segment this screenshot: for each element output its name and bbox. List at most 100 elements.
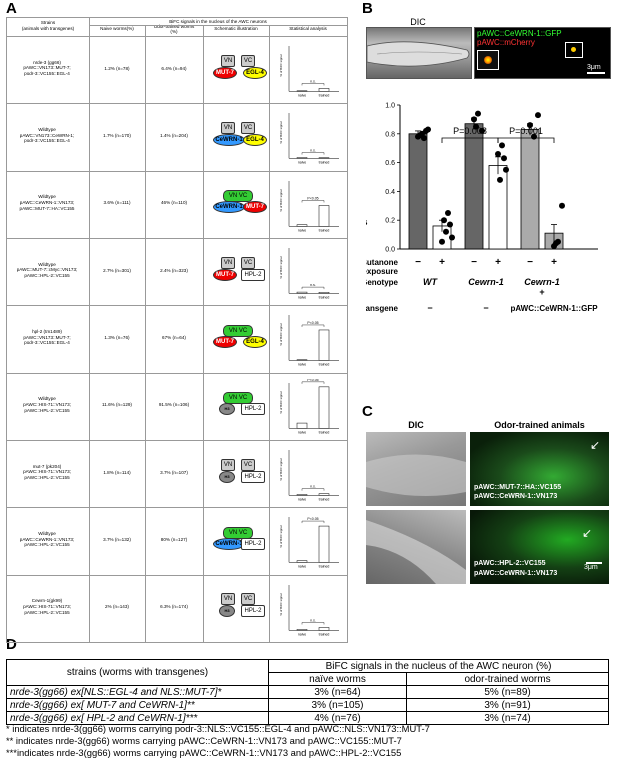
header-naive: Naive worms(%): [100, 26, 134, 31]
p-value-1: P=0.008: [453, 126, 487, 136]
nucleus-dot: [571, 47, 576, 52]
dic-label: DIC: [410, 17, 426, 27]
naive-bar: [296, 359, 308, 361]
data-point: [421, 135, 427, 142]
zoom-box: [565, 42, 583, 58]
x-label-trained: trained: [319, 430, 330, 434]
trained-bar: [318, 330, 330, 361]
significance-bracket: [301, 521, 325, 524]
significance-label: n.s.: [310, 149, 316, 153]
minus-sign: −: [415, 257, 421, 268]
trained-bar: [318, 493, 330, 496]
y-tick-label: 0.2: [385, 218, 395, 225]
naive-value: 3.6% (n=111): [103, 200, 131, 206]
data-point: [479, 127, 485, 134]
dic-label-c: DIC: [408, 420, 424, 430]
x-label-trained: trained: [319, 565, 330, 569]
vc-fragment: VC: [241, 458, 255, 471]
strain-name: hpl-2 (tm1489) pAWC::VN173::MUT-7; podr-…: [23, 329, 71, 346]
trained-value: 6.3% (n=174): [160, 604, 188, 610]
data-point: [497, 176, 503, 183]
trained-value: 2.4% (n=323): [160, 267, 188, 273]
grid-line: [7, 103, 347, 104]
strain-name: Cewrn-1(gk99) pAWC::HIS-71::VN173; pAWC:…: [23, 598, 71, 615]
dic-image-c2: [366, 510, 466, 584]
significance-bracket: [301, 83, 325, 86]
vn-fragment: VN: [221, 122, 235, 134]
transgene-dash-cewrn: −: [483, 303, 488, 313]
vn-fragment: VN: [221, 593, 235, 606]
worm-shape-c1: [366, 454, 466, 496]
p-value-2: P=0.001: [509, 126, 543, 136]
naive-bar: [296, 291, 308, 294]
strain-name: mut-7 (pk204) pAWC::HIS-71::VN173; pAWC:…: [23, 463, 71, 480]
naive-value: 1.3% (n=76): [104, 335, 130, 340]
x-label-naive: naive: [298, 93, 306, 97]
header-naive: naïve worms: [267, 672, 408, 686]
data-point: [445, 210, 451, 216]
header-strains: strains (worms with transgenes): [6, 659, 269, 686]
naive-value: 3.7% (n=132): [103, 537, 131, 542]
y-axis-label: % of BiFC signal: [279, 391, 283, 414]
x-label-naive: naive: [298, 565, 306, 569]
c1-label1: pAWC::MUT-7::HA::VC155: [474, 484, 562, 491]
y-axis-label: % of BiFC signal: [279, 189, 283, 212]
header-schematic: Schematic illustration: [214, 26, 258, 31]
protein-right-egl-4: EGL-4: [243, 66, 267, 79]
d-row-naive: 3% (n=105): [267, 698, 408, 712]
header-trained: odor-trained worms: [406, 672, 609, 686]
y-axis-label-line: Chemotaxis: [366, 217, 368, 227]
naive-bar: [296, 560, 308, 563]
trained-bar: [318, 204, 330, 227]
protein-left-h3: H3: [219, 605, 235, 618]
scale-label-b: 3μm: [587, 64, 601, 71]
naive-bar: [296, 422, 308, 429]
protein-right-mut-7: MUT-7: [243, 201, 267, 214]
plus-sign: +: [439, 257, 445, 268]
footnote-2: ** indicates nrde-3(gg66) worms carrying…: [6, 735, 402, 746]
grid-line: [7, 170, 347, 172]
grid-line: [7, 642, 347, 643]
protein-left-h3: H3: [219, 403, 235, 416]
trained-value: 46% (n=110): [160, 200, 188, 206]
minus-sign: −: [471, 257, 477, 268]
protein-left-h3: H3: [219, 470, 235, 483]
significance-bracket: [301, 286, 325, 290]
c1-label2: pAWC::CeWRN-1::VN173: [474, 493, 558, 500]
d-row-trained: 3% (n=91): [406, 698, 609, 712]
protein-left-cewrn-1: CeWRN-1: [213, 134, 245, 146]
significance-bracket: [301, 488, 325, 491]
significance-bracket: [301, 621, 325, 625]
plus-sign: +: [551, 257, 557, 268]
panel-label-d: D: [6, 636, 17, 653]
y-axis-label: % of BiFC signal: [279, 54, 283, 77]
significance-label: P<0.05: [307, 517, 318, 521]
x-label-trained: trained: [319, 93, 330, 97]
fluor-glow-c1: [470, 432, 609, 506]
significance-label: P<0.05: [307, 321, 318, 325]
x-label-naive: naive: [298, 430, 306, 434]
header-bifc: BiFC signals in the nucleus of the AWC n…: [169, 19, 267, 24]
odor-trained-label: Odor-trained animals: [494, 420, 585, 430]
fluorescence-image: pAWC::CeWRN-1::GFP pAWC::mCherry 3μm: [474, 27, 611, 79]
panel-a-table: Strains (animals with transgenes)BiFC si…: [6, 17, 348, 643]
x-label-trained: trained: [319, 363, 330, 367]
data-point: [527, 122, 533, 129]
panel-label-a: A: [6, 0, 17, 17]
y-tick-label: 0.8: [385, 131, 395, 138]
inset-box: [477, 50, 499, 70]
fused-vn-vc: VN VC: [223, 392, 253, 405]
genotype-wt: WT: [423, 277, 438, 287]
minus-sign: −: [527, 257, 533, 268]
y-axis-label: % of BiFC signal: [279, 121, 283, 144]
grid-line: [269, 25, 270, 642]
x-label-trained: trained: [319, 295, 330, 299]
trained-bar: [318, 626, 330, 631]
x-label-trained: trained: [319, 228, 330, 232]
plus-sign: +: [495, 257, 501, 268]
protein-right-hpl-2: HPL-2: [241, 403, 265, 416]
transgene-dash-wt: −: [427, 303, 432, 313]
